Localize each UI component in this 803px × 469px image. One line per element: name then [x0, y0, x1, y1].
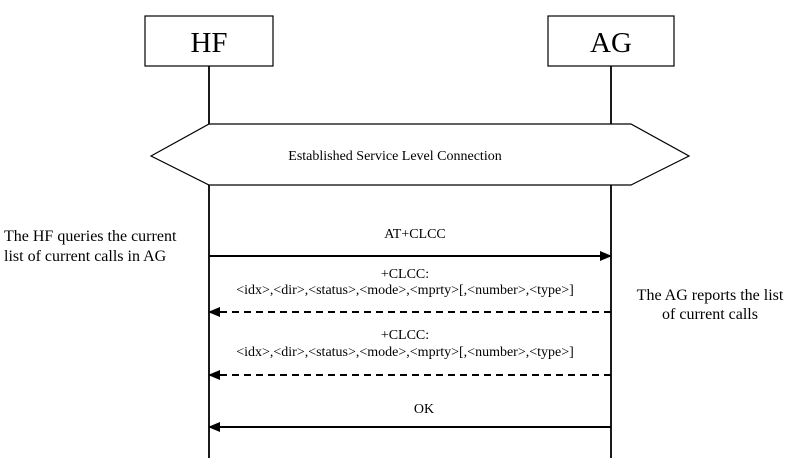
message-at-clcc: AT+CLCC: [209, 227, 612, 261]
message-clcc-response-2: +CLCC: <idx>,<dir>,<status>,<mode>,<mprt…: [208, 328, 611, 380]
participant-ag: AG: [547, 15, 675, 67]
participant-hf-label: HF: [190, 27, 227, 59]
message-label: OK: [414, 402, 434, 417]
message-label: +CLCC:: [381, 267, 429, 282]
message-clcc-response-1: +CLCC: <idx>,<dir>,<status>,<mode>,<mprt…: [208, 267, 611, 317]
message-ok: OK: [208, 402, 611, 432]
participant-hf: HF: [144, 15, 274, 67]
note-right: The AG reports the list of current calls: [637, 287, 784, 323]
note-right-line-2: of current calls: [662, 306, 758, 323]
message-label-params: <idx>,<dir>,<status>,<mode>,<mprty>[,<nu…: [236, 345, 574, 360]
state-established-slc: Established Service Level Connection: [149, 123, 691, 186]
note-left-line-2: list of current calls in AG: [4, 248, 167, 265]
note-left: The HF queries the current list of curre…: [4, 228, 177, 265]
note-left-line-1: The HF queries the current: [4, 228, 177, 245]
message-label: AT+CLCC: [384, 227, 446, 242]
message-label-params: <idx>,<dir>,<status>,<mode>,<mprty>[,<nu…: [236, 283, 574, 298]
participant-ag-label: AG: [590, 27, 632, 59]
state-label: Established Service Level Connection: [288, 149, 501, 164]
note-right-line-1: The AG reports the list: [637, 287, 784, 304]
message-label: +CLCC:: [381, 328, 429, 343]
